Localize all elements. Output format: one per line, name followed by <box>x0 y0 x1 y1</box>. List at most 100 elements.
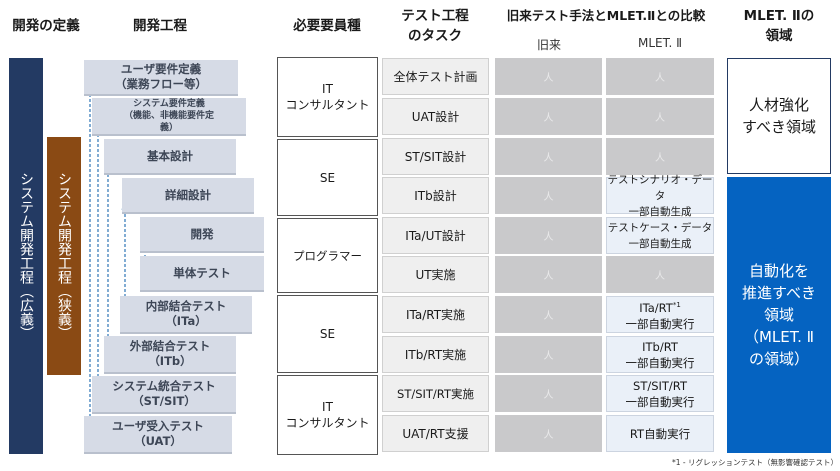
mlet-cell-sublabel: 一部自動実行 <box>625 394 695 409</box>
mlet-cell-label: ITa/RT*1 <box>626 297 695 316</box>
step-label: ユーザ要件定義 <box>120 62 202 76</box>
person-icon: 人 <box>543 271 554 282</box>
mlet-cell-label: テストケース・データ <box>607 221 713 234</box>
task-cell: ITb/RT実施 <box>382 336 489 373</box>
person-icon: 人 <box>543 153 554 164</box>
legacy-cell: 人 <box>495 58 602 95</box>
role-sublabel: コンサルタント <box>285 416 370 430</box>
header-comparison: 旧来テスト手法とMLET.Ⅱとの比較 <box>506 8 706 23</box>
mlet-cell-manual: 人 <box>606 138 714 175</box>
person-icon: 人 <box>543 430 554 441</box>
mlet-cell-label: テストシナリオ・データ <box>607 173 713 202</box>
role-se: SE <box>277 139 378 216</box>
legacy-cell: 人 <box>495 375 602 412</box>
legacy-cell: 人 <box>495 177 602 214</box>
person-icon: 人 <box>543 232 554 243</box>
domain-human-box: 人材強化すべき領域 <box>727 58 831 174</box>
step-sublabel: 義） <box>159 123 178 133</box>
domain-automation-box: 自動化を 推進すべき 領域 （MLET. Ⅱ の領域） <box>727 177 831 453</box>
definition-narrow-label: システム開発工程（狭義） <box>56 172 72 340</box>
mlet-cell-manual: 人 <box>606 256 714 293</box>
person-icon: 人 <box>655 271 665 282</box>
domain-auto-line2: 推進すべき <box>742 284 816 302</box>
step-label: 詳細設計 <box>165 187 211 202</box>
task-cell: UAT/RT支援 <box>382 415 489 452</box>
step-label: システム要件定義 <box>133 99 205 109</box>
mlet-cell-sublabel: 一部自動生成 <box>628 237 692 250</box>
mlet-cell-label: RT自動実行 <box>629 426 691 441</box>
step-label: 単体テスト <box>173 265 231 280</box>
header-mlet: MLET. Ⅱ <box>637 36 683 50</box>
task-cell: ST/SIT/RT実施 <box>382 375 489 412</box>
role-label: プログラマー <box>293 248 362 263</box>
mlet-cell-sublabel: 一部自動実行 <box>625 355 695 370</box>
definition-bar-narrow: システム開発工程（狭義） <box>47 137 81 375</box>
header-task-line2: のタスク <box>408 28 462 44</box>
step-detailed-design: 詳細設計 <box>122 178 254 214</box>
person-icon: 人 <box>655 73 665 84</box>
legacy-cell: 人 <box>495 98 602 135</box>
header-task-line1: テスト工程 <box>401 8 469 24</box>
domain-auto-line1: 自動化を <box>748 262 809 280</box>
step-sublabel: （ITb） <box>148 354 192 368</box>
role-it-consultant: IT コンサルタント <box>277 375 378 455</box>
step-external-integration-test: 外部結合テスト（ITb） <box>104 336 236 374</box>
step-sublabel: （機能、非機能要件定 <box>123 111 214 121</box>
step-label: 外部結合テスト <box>129 339 211 353</box>
step-system-requirements: システム要件定義 （機能、非機能要件定義） <box>92 98 246 136</box>
mlet-cell-sublabel: 一部自動生成 <box>628 205 692 218</box>
definition-broad-label: システム開発工程（広義） <box>18 172 34 340</box>
mlet-cell-label: ST/SIT/RT <box>633 378 687 393</box>
person-icon: 人 <box>543 73 554 84</box>
task-cell: UAT設計 <box>382 98 489 135</box>
legacy-cell: 人 <box>495 296 602 333</box>
step-system-integration-test: システム統合テスト（ST/SIT） <box>92 376 236 414</box>
domain-auto-line4: （MLET. Ⅱ <box>743 328 815 346</box>
step-sublabel: （UAT） <box>134 434 182 448</box>
mlet-cell-label: ITb/RT <box>642 339 678 354</box>
role-label: IT <box>322 400 333 414</box>
step-development: 開発 <box>140 217 264 253</box>
domain-auto-line5: の領域） <box>748 350 809 368</box>
step-label: 内部結合テスト <box>145 299 227 313</box>
mlet-cell-auto: RT自動実行 <box>606 415 714 452</box>
person-icon: 人 <box>543 192 554 203</box>
role-label: SE <box>319 327 336 341</box>
header-legacy: 旧来 <box>536 38 561 52</box>
role-se: SE <box>277 295 378 373</box>
person-icon: 人 <box>655 113 665 124</box>
step-label: 基本設計 <box>147 148 193 163</box>
legacy-cell: 人 <box>495 336 602 373</box>
person-icon: 人 <box>543 113 554 124</box>
header-domain: MLET. Ⅱの 領域 <box>727 6 831 46</box>
mlet-cell-auto: テストシナリオ・データ一部自動生成 <box>606 174 714 218</box>
role-sublabel: コンサルタント <box>285 98 370 112</box>
task-cell: ITa/UT設計 <box>382 217 489 254</box>
legacy-cell: 人 <box>495 138 602 175</box>
mlet-cell-auto: テストケース・データ一部自動生成 <box>606 217 714 254</box>
person-icon: 人 <box>655 153 665 164</box>
task-cell: ITa/RT実施 <box>382 296 489 333</box>
person-icon: 人 <box>543 390 554 401</box>
task-cell: ITb設計 <box>382 177 489 214</box>
domain-human-line1: 人材強化 <box>748 96 809 114</box>
domain-auto-line3: 領域 <box>763 306 794 324</box>
header-personnel: 必要要員種 <box>293 18 361 34</box>
legacy-cell: 人 <box>495 256 602 293</box>
task-cell: ST/SIT設計 <box>382 138 489 175</box>
person-icon: 人 <box>543 351 554 362</box>
legacy-cell: 人 <box>495 415 602 452</box>
step-label: システム統合テスト <box>112 379 216 393</box>
step-unit-test: 単体テスト <box>140 256 264 292</box>
role-programmer: プログラマー <box>277 218 378 293</box>
legacy-cell: 人 <box>495 217 602 254</box>
header-process: 開発工程 <box>133 18 187 34</box>
header-domain-line2: 領域 <box>765 28 793 44</box>
step-sublabel: （ST/SIT） <box>132 394 196 408</box>
footnote: *1 - リグレッションテスト（無影響確認テスト） <box>672 458 838 467</box>
header-domain-line1: MLET. Ⅱの <box>743 8 815 24</box>
